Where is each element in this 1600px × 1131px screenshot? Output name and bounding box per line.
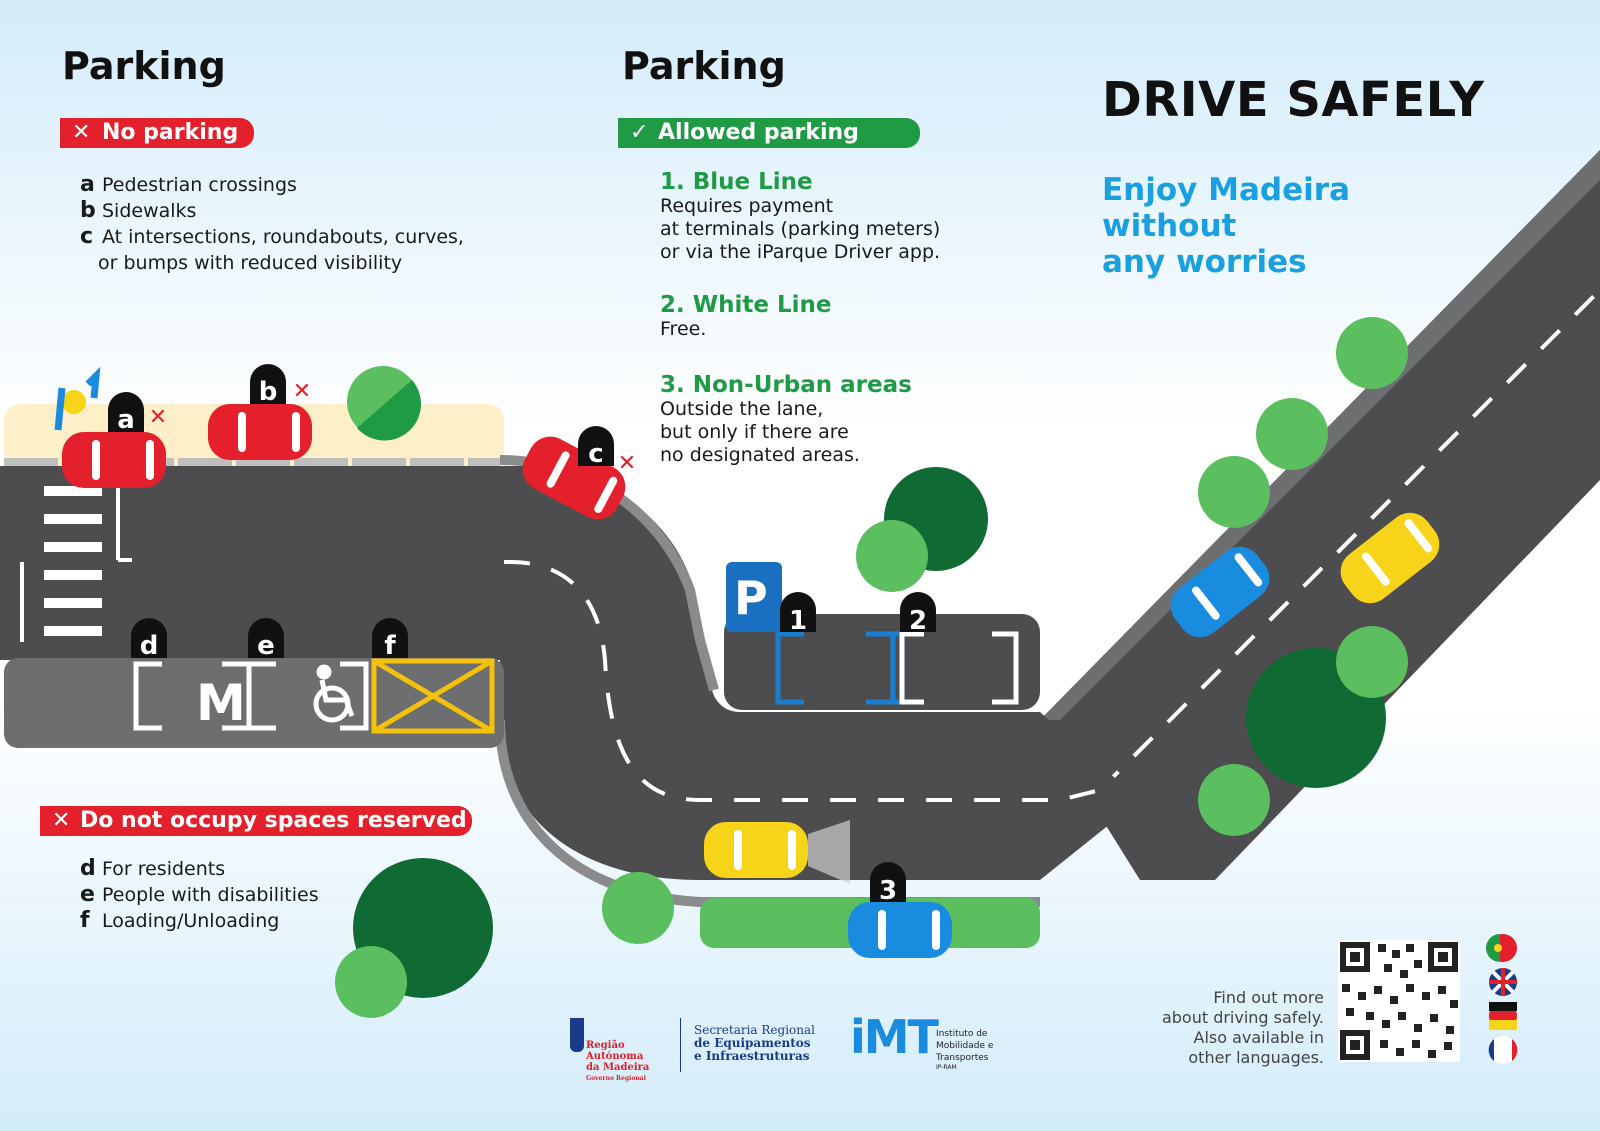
imt-mark: iMT bbox=[850, 1010, 939, 1064]
no-parking-banner: ✕ No parking bbox=[60, 118, 254, 148]
svg-text:a: a bbox=[117, 405, 135, 435]
badge-1: 1 bbox=[780, 592, 816, 636]
reserved-label: Do not occupy spaces reserved bbox=[80, 808, 467, 833]
car-red-b bbox=[208, 404, 312, 460]
rule-text: Free. bbox=[660, 318, 707, 340]
white-line-spaces bbox=[899, 631, 1019, 705]
rule-title: 2. White Line bbox=[660, 292, 832, 318]
badge-f: f bbox=[372, 618, 408, 661]
cross-icon: ✕ bbox=[72, 120, 91, 145]
imt-logo: iMT Instituto de Mobilidade e Transporte… bbox=[850, 1010, 994, 1071]
badge-e: e bbox=[248, 618, 284, 661]
fr-flag-icon bbox=[1488, 1036, 1518, 1064]
car-red-a bbox=[62, 432, 166, 488]
parking-sign: P bbox=[726, 562, 782, 632]
rule-non-urban: 3. Non-Urban areas Outside the lane, but… bbox=[660, 372, 960, 467]
svg-text:2: 2 bbox=[909, 606, 927, 636]
svg-text:3: 3 bbox=[879, 876, 897, 906]
sidewalk bbox=[4, 404, 504, 466]
parking-lot bbox=[724, 614, 1040, 710]
resident-m-symbol: M bbox=[196, 674, 246, 732]
tree bbox=[347, 366, 421, 441]
allowed-parking-label: Allowed parking bbox=[658, 120, 859, 145]
loading-zone bbox=[371, 658, 495, 734]
badge-3: 3 bbox=[870, 862, 906, 906]
rule-text: Requires payment bbox=[660, 195, 834, 217]
svg-text:c: c bbox=[588, 439, 603, 469]
svg-text:P: P bbox=[734, 571, 768, 625]
rule-title: 3. Non-Urban areas bbox=[660, 372, 912, 398]
de-flag-icon bbox=[1489, 1002, 1517, 1030]
allowed-parking-banner: ✓ Allowed parking bbox=[618, 118, 920, 148]
badge-a: a ✕ bbox=[108, 392, 167, 435]
rule-white-line: 2. White Line Free. bbox=[660, 292, 960, 341]
check-icon: ✓ bbox=[630, 120, 649, 145]
car-yellow-diagonal bbox=[1340, 512, 1440, 604]
car-red-c bbox=[522, 436, 626, 520]
car-blue-diagonal bbox=[1170, 546, 1270, 638]
rule-blue-line: 1. Blue Line Requires payment at termina… bbox=[660, 169, 960, 264]
tagline: Enjoy Madeira without any worries bbox=[1102, 172, 1350, 280]
svg-text:✕: ✕ bbox=[149, 405, 167, 430]
svg-text:✕: ✕ bbox=[618, 451, 636, 476]
raam-shield-icon bbox=[570, 1018, 584, 1052]
rule-text: but only if there are bbox=[660, 421, 849, 443]
tree bbox=[602, 872, 674, 944]
rule-text: at terminals (parking meters) bbox=[660, 218, 941, 240]
svg-text:f: f bbox=[384, 631, 396, 661]
svg-text:d: d bbox=[140, 631, 159, 661]
pedestrian-crossing bbox=[44, 486, 102, 636]
pedestrian-icon bbox=[54, 366, 101, 431]
pt-flag-icon bbox=[1486, 934, 1517, 962]
reserved-spaces bbox=[133, 661, 369, 731]
badge-d: d bbox=[131, 618, 167, 661]
rule-text: or via the iParque Driver app. bbox=[660, 241, 941, 263]
tree bbox=[1198, 317, 1408, 528]
badge-2: 2 bbox=[900, 592, 936, 636]
tree bbox=[856, 467, 988, 592]
blue-line-spaces bbox=[775, 631, 920, 705]
svg-text:1: 1 bbox=[789, 606, 807, 636]
car-yellow-road bbox=[704, 820, 850, 884]
svg-text:e: e bbox=[257, 631, 275, 661]
find-out-more: Find out more about driving safely. Also… bbox=[1161, 988, 1324, 1067]
wheelchair-icon bbox=[313, 664, 355, 723]
drive-safely-title: DRIVE SAFELY bbox=[1102, 72, 1485, 128]
cross-icon: ✕ bbox=[52, 808, 71, 833]
middle-heading: Parking bbox=[622, 44, 786, 88]
rule-text: no designated areas. bbox=[660, 444, 860, 466]
no-parking-label: No parking bbox=[102, 120, 239, 145]
svg-text:b: b bbox=[259, 377, 278, 407]
reserved-banner: ✕ Do not occupy spaces reserved bbox=[40, 806, 472, 836]
rule-title: 1. Blue Line bbox=[660, 169, 813, 195]
list-item-continuation: or bumps with reduced visibility bbox=[98, 252, 403, 274]
footer-divider bbox=[680, 1018, 681, 1072]
tree bbox=[1198, 626, 1408, 836]
rule-text: Outside the lane, bbox=[660, 398, 824, 420]
badge-b: b ✕ bbox=[250, 364, 311, 407]
left-heading: Parking bbox=[62, 44, 226, 88]
secretaria-logo: Secretaria Regional de Equipamentos e In… bbox=[694, 1023, 816, 1063]
qr-code bbox=[1338, 940, 1460, 1062]
uk-flag-icon bbox=[1489, 968, 1517, 996]
badge-c: c ✕ bbox=[578, 426, 636, 476]
green-verge bbox=[700, 898, 1040, 948]
svg-text:✕: ✕ bbox=[293, 379, 311, 404]
car-blue-verge bbox=[848, 902, 952, 958]
